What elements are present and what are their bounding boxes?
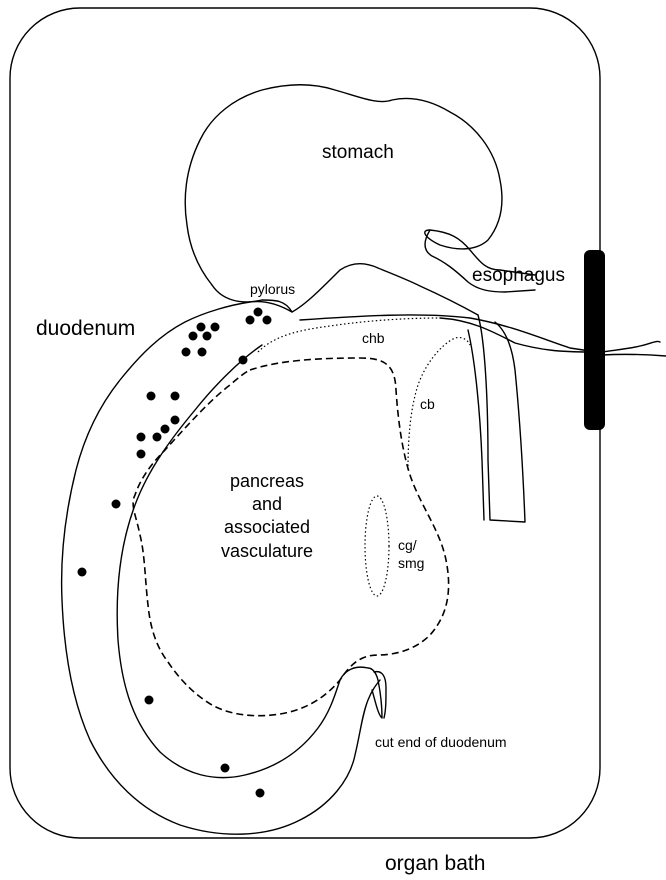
nerve-line-right-2 xyxy=(602,354,666,356)
dot-marker xyxy=(137,450,146,459)
label-pylorus: pylorus xyxy=(250,281,295,297)
chb-dotted-line xyxy=(258,318,440,352)
dot-marker xyxy=(239,356,248,365)
label-cb: cb xyxy=(420,396,435,412)
organ-bath-outline xyxy=(10,8,600,838)
dot-marker xyxy=(197,323,206,332)
dot-marker xyxy=(203,332,212,341)
stomach-outline xyxy=(185,85,535,285)
dot-marker xyxy=(256,789,265,798)
dot-marker xyxy=(153,433,162,442)
nerve-line-2 xyxy=(300,315,590,351)
clamp-bar xyxy=(584,250,605,430)
duodenum-cut-end xyxy=(368,668,382,718)
label-pancreas-3: associated xyxy=(224,517,310,537)
dot-marker xyxy=(246,316,255,325)
cb-dotted-line xyxy=(408,337,470,470)
dot-marker xyxy=(145,696,154,705)
vascular-limb-inner xyxy=(468,330,484,520)
dot-marker xyxy=(254,308,263,317)
dot-marker xyxy=(78,568,87,577)
cg-smg-ellipse xyxy=(365,496,389,596)
dot-marker xyxy=(161,425,170,434)
dot-marker xyxy=(198,348,207,357)
dot-marker xyxy=(211,323,220,332)
vascular-limb-outline xyxy=(478,315,525,522)
duodenum-inner-wall xyxy=(117,345,368,778)
label-organ-bath: organ bath xyxy=(385,852,485,875)
dot-marker xyxy=(263,316,272,325)
label-esophagus: esophagus xyxy=(472,265,565,286)
label-pancreas-4: vasculature xyxy=(221,541,313,561)
label-smg: smg xyxy=(398,555,424,571)
label-duodenum: duodenum xyxy=(36,317,135,340)
dot-marker xyxy=(171,416,180,425)
label-cg: cg/ xyxy=(398,537,417,553)
label-chb: chb xyxy=(362,330,385,346)
dot-marker xyxy=(137,433,146,442)
label-pancreas-2: and xyxy=(252,494,282,514)
dot-marker xyxy=(189,332,198,341)
label-pancreas-1: pancreas xyxy=(230,471,304,491)
dot-marker xyxy=(221,764,230,773)
dot-marker xyxy=(147,392,156,401)
dot-marker xyxy=(112,500,121,509)
label-cut-end: cut end of duodenum xyxy=(375,734,507,750)
dot-marker xyxy=(171,392,180,401)
dot-marker xyxy=(182,348,191,357)
label-stomach: stomach xyxy=(322,142,394,163)
nerve-line-right xyxy=(602,341,660,352)
